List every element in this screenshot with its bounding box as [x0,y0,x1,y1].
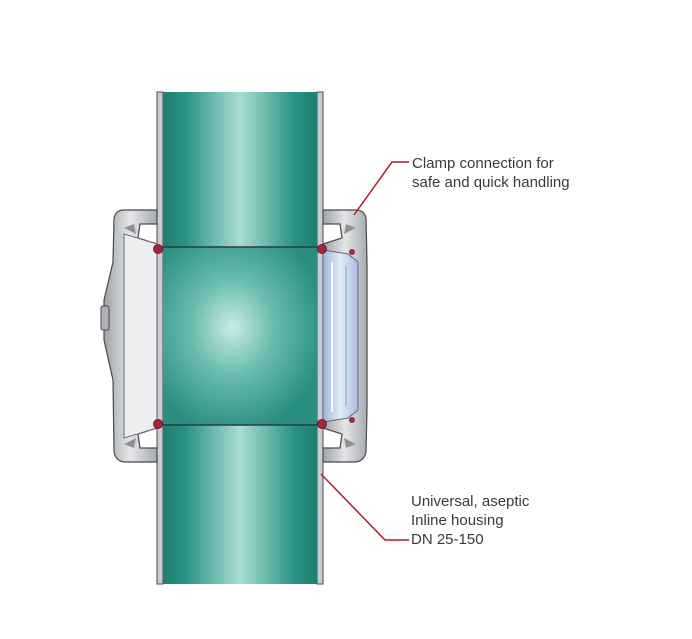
leader-line-clamp [353,161,409,216]
leader-line-housing [320,473,409,541]
pipe-lower [163,425,317,584]
seal-bottom-right [317,419,327,429]
callout-housing-line1: Universal, aseptic [411,493,530,510]
callout-housing-line3: DN 25-150 [411,531,484,548]
callout-clamp-line2: safe and quick handling [412,174,570,191]
callout-housing-line2: Inline housing [411,512,504,529]
seal-bottom-left [153,419,163,429]
callout-clamp-connection: Clamp connection for safe and quick hand… [412,154,570,192]
seal-rings [153,244,355,429]
seal-top-right [317,244,327,254]
pipe-middle [163,247,317,425]
callout-inline-housing: Universal, aseptic Inline housing DN 25-… [411,492,529,549]
seal-top-left [153,244,163,254]
left-clamp [100,209,158,463]
callout-clamp-line1: Clamp connection for [412,155,554,172]
pipe-upper [163,92,317,247]
sight-glass [322,249,359,423]
